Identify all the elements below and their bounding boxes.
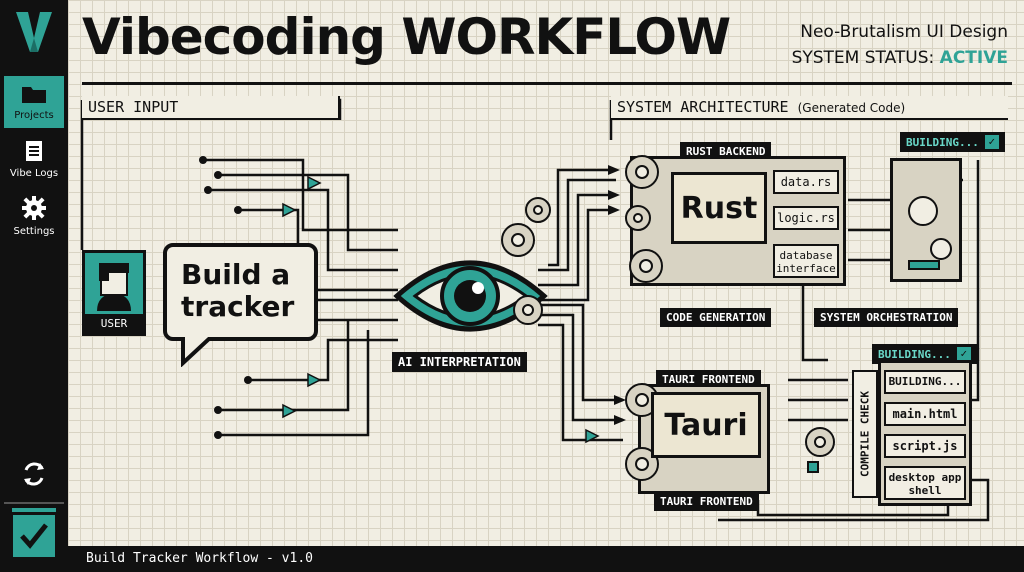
page-subtitle: Neo-Brutalism UI Design — [800, 22, 1008, 42]
sidebar-item-settings[interactable]: Settings — [4, 192, 64, 240]
gear-icon — [625, 383, 659, 481]
gear-icon — [908, 196, 952, 270]
building-badge-rust: BUILDING... ✓ — [900, 132, 1005, 152]
app-logo[interactable] — [14, 8, 54, 56]
compile-check: COMPILE CHECK — [852, 370, 878, 498]
bubble-tail — [181, 337, 213, 367]
prompt-text: Build a tracker — [181, 258, 295, 323]
workflow-canvas: Vibecoding WORKFLOW Neo-Brutalism UI Des… — [68, 0, 1024, 546]
user-icon — [97, 263, 131, 311]
architecture-title: SYSTEM ARCHITECTURE — [617, 98, 789, 116]
user-label: USER — [85, 314, 143, 333]
sync-button[interactable] — [4, 456, 64, 500]
folder-icon — [21, 87, 47, 108]
build-gear-block — [890, 158, 962, 282]
system-architecture-header: SYSTEM ARCHITECTURE (Generated Code) — [611, 96, 1008, 120]
rust-box[interactable]: Rust — [671, 172, 767, 244]
user-avatar: USER — [82, 250, 146, 336]
page-title: Vibecoding WORKFLOW — [82, 8, 731, 66]
status-label: SYSTEM STATUS: — [791, 48, 935, 68]
file-data-rs[interactable]: data.rs — [773, 170, 839, 194]
file-desktop-app-shell[interactable]: desktop app shell — [884, 466, 966, 500]
file-database-interface[interactable]: database interface — [773, 244, 839, 278]
build-output-building: BUILDING... — [884, 370, 966, 394]
sidebar-divider — [4, 502, 64, 504]
check-icon: ✓ — [956, 347, 971, 361]
sidebar-item-vibe-logs[interactable]: Vibe Logs — [4, 136, 64, 184]
ai-interpretation-label: AI INTERPRETATION — [392, 352, 527, 372]
user-input-header: USER INPUT — [82, 96, 340, 120]
sync-icon — [20, 462, 48, 492]
file-logic-rs[interactable]: logic.rs — [773, 206, 839, 230]
code-generation-label: CODE GENERATION — [660, 308, 772, 327]
checkmark-icon — [19, 521, 49, 555]
sidebar-item-label: Settings — [13, 226, 55, 237]
title-divider — [82, 82, 1012, 85]
user-input-header-label: USER INPUT — [88, 98, 179, 116]
gear-cluster-icon — [501, 197, 551, 325]
building-badge-frontend: BUILDING... ✓ — [872, 344, 977, 364]
rust-title: Rust — [680, 190, 758, 226]
gear-icon — [805, 427, 835, 473]
sidebar-item-label: Projects — [14, 110, 54, 121]
tauri-frontend-label-bottom: TAURI FRONTEND — [654, 492, 759, 511]
system-status: SYSTEM STATUS: ACTIVE — [792, 48, 1008, 68]
check-icon: ✓ — [984, 135, 999, 149]
file-main-html[interactable]: main.html — [884, 402, 966, 426]
document-icon — [25, 141, 43, 166]
architecture-note: (Generated Code) — [797, 101, 906, 115]
sidebar-item-projects[interactable]: Projects — [4, 76, 64, 128]
system-orchestration-label: SYSTEM ORCHESTRATION — [814, 308, 959, 327]
file-script-js[interactable]: script.js — [884, 434, 966, 458]
status-value: ACTIVE — [939, 48, 1008, 68]
sidebar: Projects Vibe Logs Settings — [0, 0, 68, 572]
building-badge-text: BUILDING... — [906, 135, 979, 149]
footer-bar: Build Tracker Workflow - v1.0 — [68, 546, 1024, 572]
footer-text: Build Tracker Workflow - v1.0 — [86, 551, 313, 566]
building-badge-text: BUILDING... — [878, 347, 951, 361]
prompt-bubble[interactable]: Build a tracker — [163, 243, 318, 367]
sidebar-item-label: Vibe Logs — [9, 168, 59, 179]
tauri-title: Tauri — [664, 407, 748, 443]
gear-icon — [625, 155, 663, 283]
confirm-button[interactable] — [10, 512, 58, 560]
gear-icon — [22, 196, 46, 224]
tauri-box[interactable]: Tauri — [651, 392, 761, 458]
compile-check-label: COMPILE CHECK — [858, 390, 872, 478]
ai-eye-icon — [393, 260, 548, 332]
